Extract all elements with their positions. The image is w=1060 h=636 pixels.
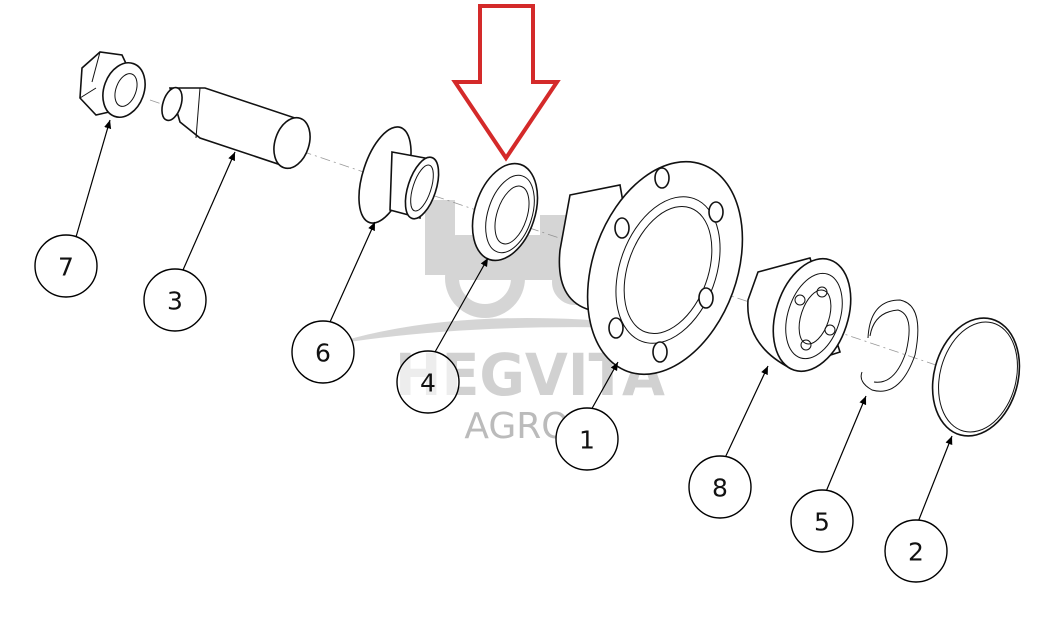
callout-5-label: 5 <box>814 508 830 537</box>
part-2-cap <box>931 317 1021 437</box>
callout-2-label: 2 <box>908 538 924 567</box>
callout-1-label: 1 <box>579 426 595 455</box>
callout-6-label: 6 <box>315 339 331 368</box>
leader-8 <box>723 365 769 461</box>
callout-7-label: 7 <box>58 253 74 282</box>
part-8-ball-bearing <box>747 257 852 373</box>
leader-4 <box>434 257 489 353</box>
part-4-bearing <box>471 162 539 262</box>
leader-1 <box>589 361 619 413</box>
part-1-hub <box>558 160 744 376</box>
callout-6: 6 <box>291 320 355 384</box>
leader-5 <box>824 395 867 495</box>
callout-1: 1 <box>555 407 619 471</box>
part-3-axle-pin <box>161 86 311 170</box>
callout-4-label: 4 <box>420 369 436 398</box>
leader-6 <box>329 221 376 323</box>
part-7-flange-nut <box>79 51 146 118</box>
callout-2: 2 <box>884 519 948 583</box>
leader-lines <box>75 119 953 523</box>
part-6-flanged-bushing <box>358 126 440 224</box>
part-5-circlip <box>860 299 919 392</box>
watermark-sub: AGRO <box>464 406 569 447</box>
callout-3: 3 <box>143 268 207 332</box>
callout-4: 4 <box>396 350 460 414</box>
leader-7 <box>75 119 112 238</box>
callout-8: 8 <box>688 455 752 519</box>
callout-3-label: 3 <box>167 287 183 316</box>
callout-7: 7 <box>34 234 98 298</box>
leader-2 <box>917 435 953 523</box>
callout-8-label: 8 <box>712 474 728 503</box>
callout-5: 5 <box>790 489 854 553</box>
highlight-arrow-icon <box>451 4 561 162</box>
leader-3 <box>182 151 236 271</box>
